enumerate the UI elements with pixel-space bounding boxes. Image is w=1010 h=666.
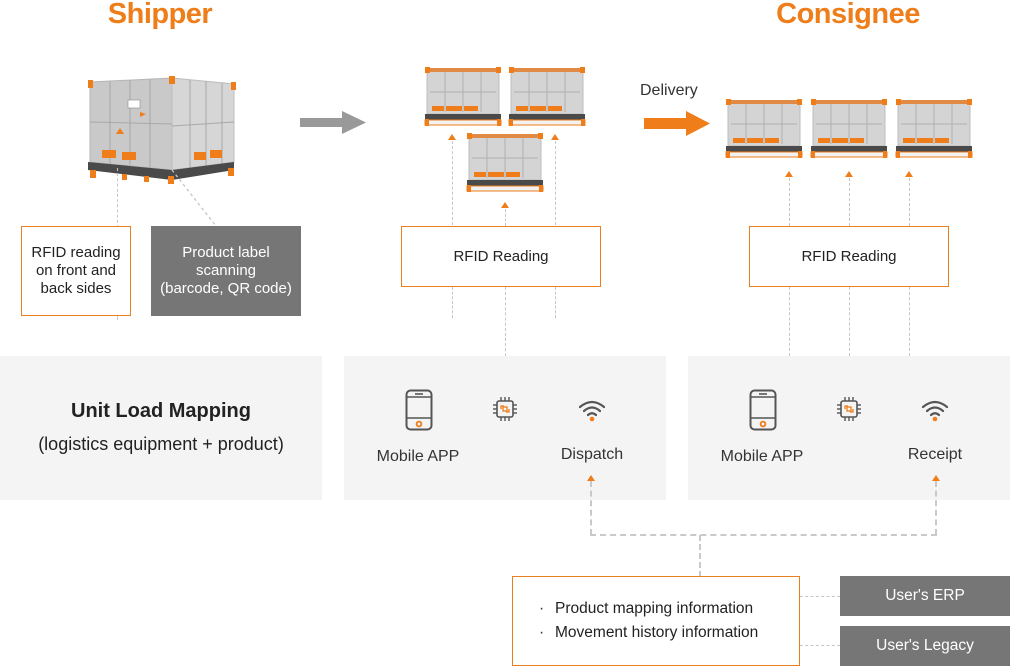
rfid-box-line: on front and — [35, 262, 117, 279]
leader-line-rfid — [117, 168, 118, 228]
container-receipt-2 — [809, 98, 889, 160]
rfid-front-back-box: RFID reading on front and back sides — [21, 226, 131, 316]
dashed-line — [505, 209, 506, 226]
label-box-line: scanning — [195, 262, 257, 279]
unit-load-mapping-panel: Unit Load Mapping (logistics equipment +… — [0, 356, 322, 500]
shipper-title: Shipper — [107, 0, 213, 30]
rfid-box-line: RFID reading — [31, 244, 121, 261]
rfid-box-line: back sides — [40, 280, 112, 297]
wifi-icon — [578, 398, 606, 422]
container-receipt-1 — [724, 98, 804, 160]
arrow-up-icon — [551, 134, 559, 140]
rfid-reading-receipt-box: RFID Reading — [749, 226, 949, 287]
unit-load-mapping-subtitle: (logistics equipment + product) — [38, 434, 284, 454]
rfid-chip-icon — [492, 396, 518, 422]
mobile-app-label: Mobile APP — [376, 448, 460, 465]
dashed-line — [849, 178, 850, 226]
bullet: · — [539, 624, 545, 641]
dashed-line — [555, 141, 556, 225]
container-dispatch-1 — [424, 66, 502, 128]
arrow-up-icon — [448, 134, 456, 140]
receipt-panel — [688, 356, 1010, 500]
bullet: · — [539, 600, 545, 617]
consignee-title: Consignee — [776, 0, 920, 30]
dashed-line — [849, 287, 850, 356]
dashed-line — [452, 141, 453, 225]
dashed-line — [789, 178, 790, 226]
dashed-connector — [590, 534, 937, 536]
mobile-phone-icon — [749, 389, 777, 431]
container-receipt-3 — [894, 98, 974, 160]
dashed-line — [789, 287, 790, 356]
dashed-connector — [935, 481, 937, 535]
mobile-app-label: Mobile APP — [720, 448, 804, 465]
mobile-phone-icon — [405, 389, 433, 431]
dashed-line — [909, 287, 910, 356]
label-box-line: Product label — [182, 244, 270, 261]
gray-arrow-icon — [298, 110, 368, 136]
info-item-text: Movement history information — [555, 624, 759, 641]
label-box-line: (barcode, QR code) — [160, 280, 292, 297]
wifi-icon — [921, 398, 949, 422]
dashed-line — [452, 287, 453, 318]
delivery-label: Delivery — [640, 82, 698, 99]
dashed-line — [505, 287, 506, 387]
product-label-scanning-box: Product label scanning (barcode, QR code… — [151, 226, 301, 316]
dashed-connector — [800, 645, 840, 646]
arrow-up-icon — [845, 171, 853, 177]
dashed-line — [555, 287, 556, 318]
info-item-text: Product mapping information — [555, 600, 754, 617]
arrow-up-icon — [785, 171, 793, 177]
arrow-up-icon — [587, 475, 595, 481]
shipper-container-image — [82, 70, 242, 190]
info-box: · Product mapping information · Movement h… — [512, 576, 800, 666]
rfid-reading-dispatch-box: RFID Reading — [401, 226, 601, 287]
container-dispatch-2 — [508, 66, 586, 128]
dashed-line — [909, 178, 910, 226]
leader-line-label — [170, 168, 220, 228]
info-item: · Movement history information — [539, 621, 758, 645]
dashed-connector — [590, 481, 592, 535]
arrow-up-icon — [501, 202, 509, 208]
dashed-connector — [699, 535, 701, 577]
dispatch-label: Dispatch — [560, 446, 624, 463]
orange-delivery-arrow-icon — [642, 110, 712, 138]
container-dispatch-3 — [466, 132, 544, 194]
users-erp-box: User's ERP — [840, 576, 1010, 616]
users-legacy-box: User's Legacy — [840, 626, 1010, 666]
unit-load-mapping-title: Unit Load Mapping — [71, 400, 251, 422]
info-item: · Product mapping information — [539, 597, 758, 621]
dispatch-panel — [344, 356, 666, 500]
arrow-up-icon — [905, 171, 913, 177]
leader-line-rfid-tail — [117, 314, 118, 320]
arrow-up-icon — [932, 475, 940, 481]
receipt-label: Receipt — [907, 446, 963, 463]
dashed-connector — [800, 596, 840, 597]
rfid-chip-icon — [836, 396, 862, 422]
